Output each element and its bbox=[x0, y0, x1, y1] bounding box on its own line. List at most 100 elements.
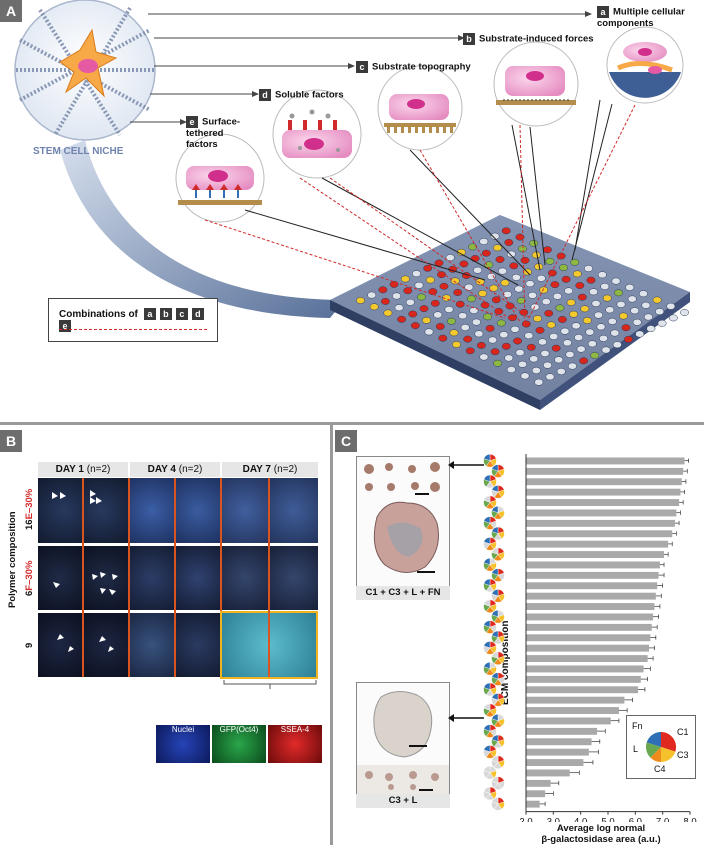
cell-r1-c5 bbox=[222, 478, 268, 543]
plate-well bbox=[577, 293, 587, 301]
plate-well bbox=[646, 325, 656, 333]
callout-b-tag: b bbox=[463, 33, 475, 45]
bar bbox=[526, 779, 551, 787]
plate-well bbox=[474, 330, 484, 338]
plate-well bbox=[597, 271, 607, 279]
niche-label: STEM CELL NICHE bbox=[33, 146, 124, 157]
bar bbox=[526, 665, 644, 673]
plate-well bbox=[466, 295, 476, 303]
x-tick-label: 6.0 bbox=[629, 817, 642, 822]
cell-r1-c1 bbox=[38, 478, 82, 543]
row-label-1-red: E–30% bbox=[24, 488, 35, 520]
bar-chart: 2.03.04.05.06.07.08.0 bbox=[483, 453, 697, 822]
plate-well bbox=[471, 318, 481, 326]
plate-well bbox=[529, 239, 539, 247]
plate-well bbox=[528, 291, 537, 299]
row-label-2-black: 6 bbox=[24, 590, 35, 596]
plate-well bbox=[506, 250, 516, 258]
ecm-composition-pie-slice bbox=[483, 703, 491, 711]
ecm-composition-pie-slice bbox=[491, 526, 499, 534]
plate-well bbox=[535, 326, 545, 334]
plate-well bbox=[534, 378, 544, 386]
plate-well bbox=[579, 357, 589, 365]
plate-well bbox=[526, 343, 536, 351]
pie-legend-c3: C3 bbox=[677, 750, 689, 760]
plate-well bbox=[464, 283, 474, 291]
ecm-composition-pie-slice bbox=[483, 495, 491, 503]
plate-well bbox=[551, 344, 561, 352]
callout-a-tag: a bbox=[597, 6, 609, 18]
plate-well bbox=[619, 312, 628, 320]
ecm-composition-pie-slice bbox=[491, 713, 499, 721]
bar bbox=[526, 655, 648, 662]
plate-well bbox=[367, 291, 377, 299]
plate-well bbox=[580, 305, 590, 313]
plate-well bbox=[498, 267, 507, 275]
plate-well bbox=[624, 335, 633, 343]
plate-well bbox=[369, 303, 379, 311]
plate-well bbox=[501, 342, 511, 350]
plate-well bbox=[423, 264, 433, 272]
ecm-composition-pie-slice bbox=[483, 474, 491, 482]
plate-well bbox=[555, 304, 565, 312]
ecm-composition-pie-slice bbox=[483, 557, 491, 565]
top-inset-caption: C1 + C3 + L + FN bbox=[356, 586, 450, 600]
stain-gfp: GFP(Oct4) bbox=[212, 725, 266, 763]
callout-b-illustration bbox=[493, 41, 579, 127]
row-label-3: 9 bbox=[24, 643, 35, 648]
plate-well bbox=[439, 282, 449, 290]
microscopy-grid bbox=[38, 478, 318, 721]
plate-well bbox=[600, 283, 610, 290]
callout-d-text: Soluble factors bbox=[275, 89, 344, 101]
ecm-composition-pie-slice bbox=[483, 765, 491, 773]
plate-well bbox=[668, 314, 678, 322]
plate-well bbox=[611, 277, 621, 285]
plate-well bbox=[449, 329, 459, 337]
stain-gfp-label: GFP(Oct4) bbox=[219, 725, 259, 734]
plate-well bbox=[557, 316, 567, 323]
cell-r2-c6 bbox=[270, 546, 318, 610]
cell-r2-c5 bbox=[222, 546, 268, 610]
plate-well bbox=[605, 306, 615, 314]
plate-well bbox=[488, 336, 498, 344]
callout-a-text: Multiple cellular components bbox=[597, 6, 685, 29]
ecm-composition-pie-slice bbox=[491, 797, 499, 805]
plate-well bbox=[590, 351, 600, 359]
plate-well bbox=[643, 313, 653, 321]
callout-d-illustration bbox=[272, 89, 362, 179]
cell-r3-c1 bbox=[38, 613, 82, 677]
plate-well bbox=[495, 256, 505, 263]
x-tick-label: 8.0 bbox=[683, 817, 696, 822]
plate-well bbox=[460, 324, 470, 331]
orange-divider bbox=[174, 478, 176, 677]
plate-well bbox=[504, 239, 514, 246]
stained-aggregate-top bbox=[364, 462, 440, 573]
plate-well bbox=[518, 360, 527, 368]
plate-well bbox=[417, 293, 426, 301]
row-label-3-black: 9 bbox=[24, 642, 35, 648]
pie-legend: Fn C1 L C3 C4 bbox=[626, 715, 696, 779]
callout-c-tag: c bbox=[356, 61, 368, 73]
day7-bracket bbox=[223, 680, 317, 689]
x-tick-label: 5.0 bbox=[601, 817, 614, 822]
plate-well bbox=[490, 232, 500, 240]
ecm-composition-pie-slice bbox=[483, 724, 491, 732]
plate-well bbox=[470, 255, 480, 262]
callout-a-illustration bbox=[606, 26, 684, 104]
bar bbox=[526, 769, 570, 777]
plate-well bbox=[554, 356, 564, 364]
pie-legend-fn: Fn bbox=[632, 721, 643, 731]
plate-well bbox=[559, 264, 569, 272]
callout-d-tag: d bbox=[259, 89, 271, 101]
col-head-day1: DAY 1 (n=2) bbox=[38, 462, 128, 477]
bar bbox=[526, 457, 685, 465]
plate-well bbox=[400, 275, 410, 283]
arrowheads bbox=[52, 490, 118, 652]
bar bbox=[526, 592, 656, 600]
plate-well bbox=[496, 319, 506, 327]
plate-well bbox=[589, 288, 598, 296]
plate-well bbox=[430, 299, 440, 307]
stain-ssea4-label: SSEA-4 bbox=[280, 725, 310, 734]
plate-well bbox=[567, 362, 577, 370]
